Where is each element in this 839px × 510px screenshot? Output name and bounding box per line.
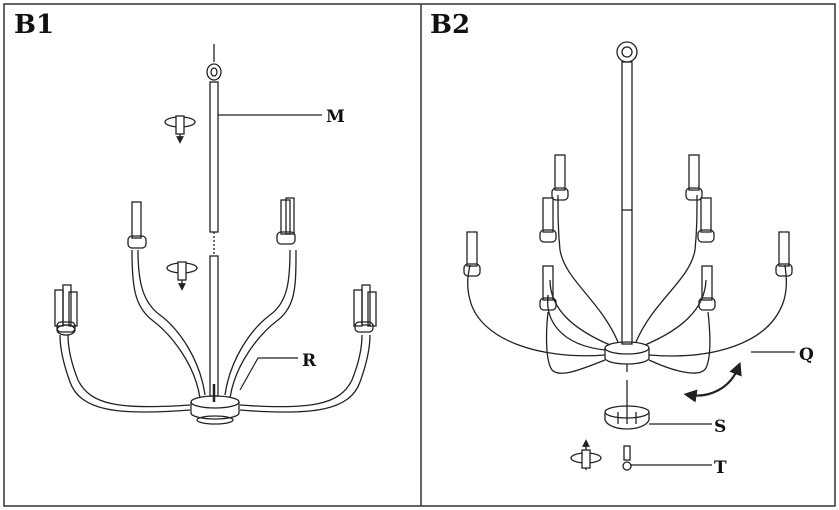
rotate-clockwise-down-icon (164, 115, 196, 144)
part-label-m: M (326, 107, 345, 127)
rotate-clockwise-down-icon (166, 261, 198, 291)
part-label-r: R (302, 351, 317, 371)
part-label-q: Q (799, 345, 814, 365)
leader-line-r (239, 357, 298, 391)
panel-b1-drawing (54, 44, 377, 425)
outer-border (3, 3, 836, 507)
part-label-t: T (714, 458, 727, 478)
panel-label-b2: B2 (430, 10, 471, 40)
panel-b2-drawing (463, 41, 793, 471)
part-label-s: S (714, 417, 726, 437)
panel-label-b1: B1 (14, 10, 55, 40)
rotate-arc-arrow-icon (683, 361, 742, 403)
rotate-clockwise-up-icon (570, 439, 602, 470)
